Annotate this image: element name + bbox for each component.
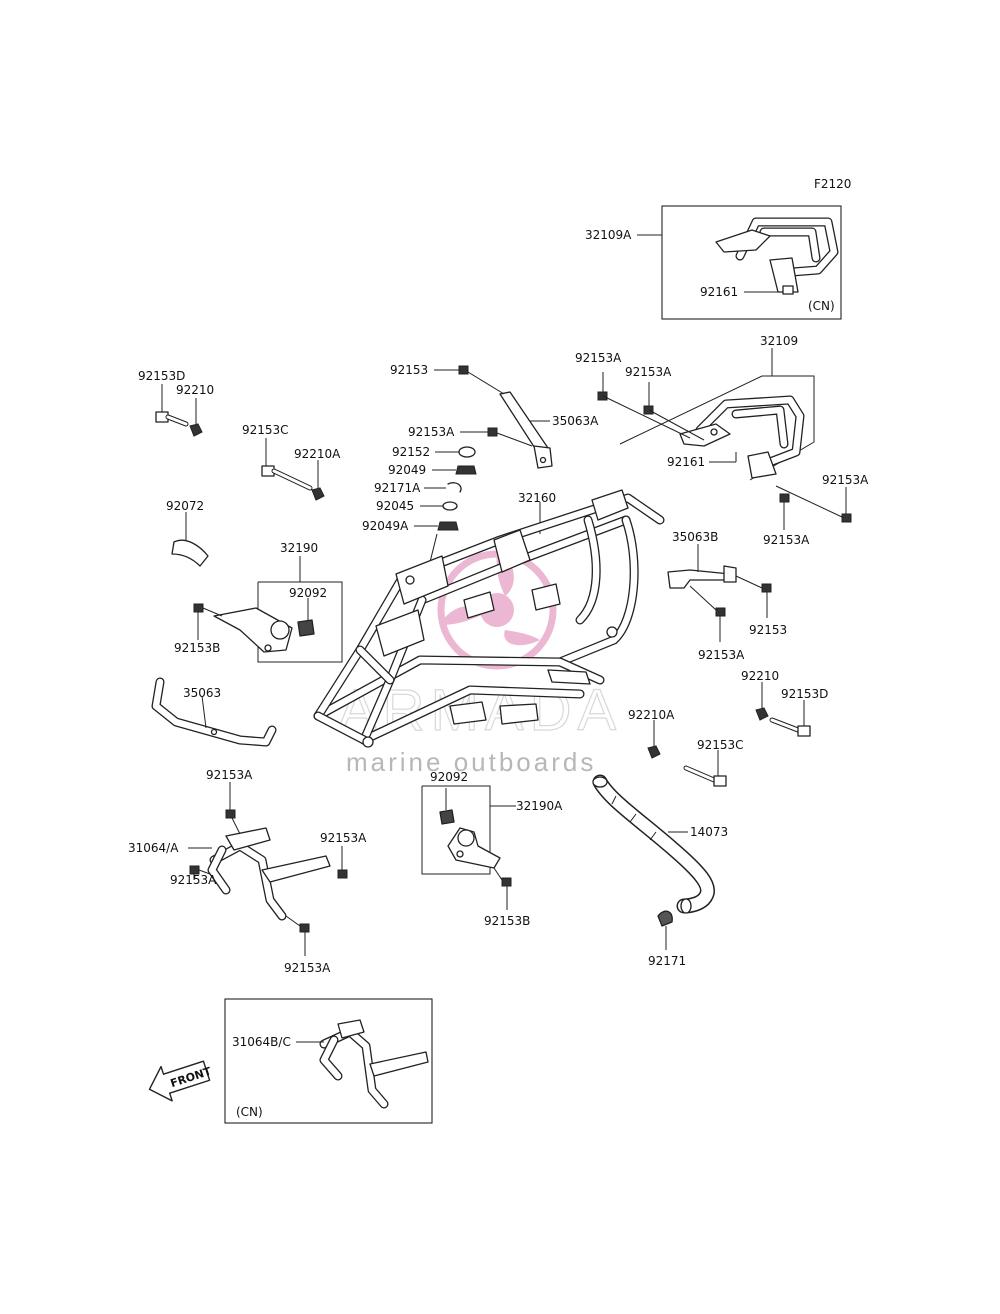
label-92153A-10: 92153A (284, 961, 331, 975)
label-92153A-5: 92153A (408, 425, 455, 439)
front-guard-cn-box: 31064B/C (CN) (224, 998, 433, 1124)
label-92153A-8: 92153A (320, 831, 367, 845)
front-guard-cn-frame (224, 998, 433, 1124)
clamp-92171: 92171 (648, 910, 686, 968)
label-92210-right: 92210 (741, 669, 779, 683)
bracket-32190: 32190 92092 (213, 541, 343, 663)
nut-92210-right: 92210 (741, 669, 779, 721)
bolt-92153A-7: 92153A (206, 768, 253, 835)
label-92153A-7: 92153A (206, 768, 253, 782)
bolt-92153D-left: 92153D (138, 369, 189, 427)
label-92153D-left: 92153D (138, 369, 185, 383)
bolt-92153A-6: 92153A (689, 585, 745, 662)
label-92153A-1: 92153A (575, 351, 622, 365)
rear-carrier-cn-frame (661, 205, 842, 320)
label-92153B-2: 92153B (484, 914, 530, 928)
front-guard-cn-note: (CN) (236, 1105, 263, 1119)
label-92153-right: 92153 (749, 623, 787, 637)
front-arrow-icon: FRONT (148, 1060, 213, 1102)
bar-35063: 35063 (151, 677, 277, 747)
nut-92210-left: 92210 (176, 383, 214, 437)
nut-92210A-left: 92210A (294, 447, 341, 501)
bolt-92153C-left: 92153C (242, 423, 313, 491)
label-92049A: 92049A (362, 519, 409, 533)
label-92072: 92072 (166, 499, 204, 513)
label-35063A: 35063A (552, 414, 599, 428)
bolt-92153B-2: 92153B (484, 867, 530, 928)
bolt-92153A-10: 92153A (284, 915, 331, 975)
label-92171A: 92171A (374, 481, 421, 495)
clip-92171A: 92171A (374, 481, 462, 495)
label-31064A: 31064/A (128, 841, 179, 855)
bolt-92153D-right: 92153D (769, 687, 828, 737)
rear-carrier-cn-part (715, 217, 839, 295)
label-92153A-6: 92153A (698, 648, 745, 662)
label-32190: 32190 (280, 541, 318, 555)
rear-carrier-cn-box: 32109A 92161 (CN) (585, 205, 842, 320)
label-92210A-right: 92210A (628, 708, 675, 722)
label-92210-left: 92210 (176, 383, 214, 397)
bolt-92153A-2: 92153A (625, 365, 705, 441)
nut-92210A-right: 92210A (628, 708, 675, 759)
bolt-92153B-1: 92153B (174, 603, 223, 655)
grommet-92049: 92049 (388, 463, 477, 477)
bolt-92153A-4: 92153A (763, 493, 810, 547)
label-92153C-right: 92153C (697, 738, 744, 752)
label-92153A-9: 92153A (170, 873, 217, 887)
label-32160: 32160 (518, 491, 556, 505)
label-35063B: 35063B (672, 530, 718, 544)
label-31064BC: 31064B/C (232, 1035, 291, 1049)
label-14073: 14073 (690, 825, 728, 839)
bolt-92153-right: 92153 (735, 575, 787, 637)
label-32109A: 32109A (585, 228, 632, 242)
figure-code: F2120 (814, 177, 851, 191)
collar-92045: 92045 (376, 499, 458, 513)
label-92152: 92152 (392, 445, 430, 459)
label-92210A-left: 92210A (294, 447, 341, 461)
label-92153D-right: 92153D (781, 687, 828, 701)
rear-carrier-32109: 32109 (619, 334, 815, 481)
label-92153-top: 92153 (390, 363, 428, 377)
label-32109: 32109 (760, 334, 798, 348)
front-guard-cn-part (319, 1019, 429, 1109)
bolt-92153-top: 92153 (390, 363, 505, 395)
main-frame-32160: 32160 (313, 489, 665, 748)
bracket-32190A: 32190A 92092 (421, 770, 563, 875)
label-92153B-1: 92153B (174, 641, 220, 655)
label-92153A-4: 92153A (763, 533, 810, 547)
bolt-92153A-9: 92153A (170, 865, 217, 887)
label-92153C-left: 92153C (242, 423, 289, 437)
label-35063: 35063 (183, 686, 221, 700)
stay-35063B: 35063B (667, 530, 737, 589)
label-92092-1: 92092 (289, 586, 327, 600)
label-92161: 92161 (667, 455, 705, 469)
stay-35063A: 35063A (499, 391, 599, 469)
label-32190A: 32190A (516, 799, 563, 813)
bolt-92153A-1: 92153A (575, 351, 691, 439)
bolt-92153C-right: 92153C (683, 738, 744, 787)
label-92092-2: 92092 (430, 770, 468, 784)
label-92049: 92049 (388, 463, 426, 477)
bolt-92153A-5: 92153A (408, 425, 533, 447)
band-92072: 92072 (166, 499, 209, 567)
label-92153A-2: 92153A (625, 365, 672, 379)
watermark-tagline: marine outboards (346, 747, 596, 777)
bolt-92153A-3: 92153A (775, 473, 869, 523)
label-92161-cn: 92161 (700, 285, 738, 299)
label-92171: 92171 (648, 954, 686, 968)
rear-carrier-cn-note: (CN) (808, 299, 835, 313)
label-92153A-3: 92153A (822, 473, 869, 487)
cap-92152: 92152 (392, 445, 476, 459)
bolt-92153A-8: 92153A (320, 831, 367, 879)
grommet-92049A: 92049A (362, 519, 459, 571)
guard-31064A: 31064/A (128, 827, 331, 921)
label-92045: 92045 (376, 499, 414, 513)
hose-14073: 14073 (592, 774, 728, 914)
